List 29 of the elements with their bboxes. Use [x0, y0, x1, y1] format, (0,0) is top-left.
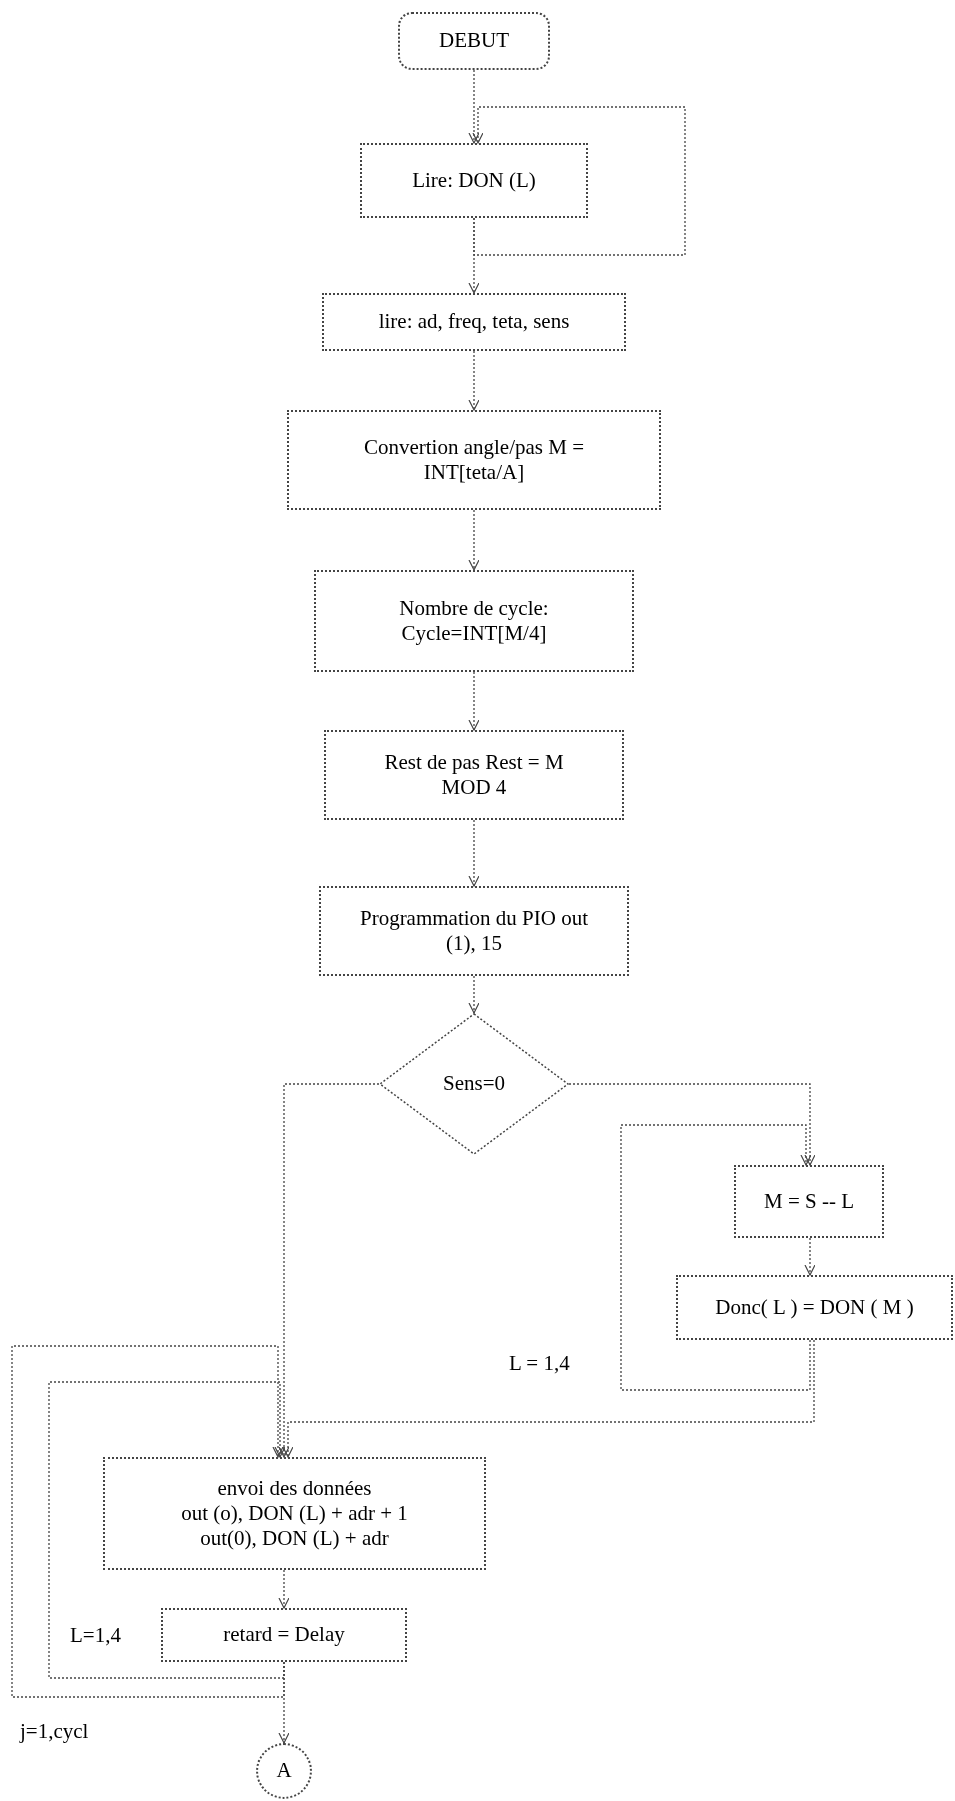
process-box: Convertion angle/pas M = INT[teta/A]: [287, 410, 661, 510]
arrow: [468, 819, 480, 887]
arrow: [468, 69, 480, 144]
decision-diamond: Sens=0: [379, 1013, 569, 1155]
arrow: [472, 106, 686, 256]
arrow: [468, 975, 480, 1014]
arrow: [468, 350, 480, 411]
arrow: [620, 1124, 812, 1391]
arrow: [11, 1345, 285, 1698]
process-box: Rest de pas Rest = M MOD 4: [324, 730, 624, 820]
arrow: [278, 1083, 380, 1458]
process-box: Programmation du PIO out (1), 15: [319, 886, 629, 976]
process-box: Lire: DON (L): [360, 143, 588, 218]
arrow: [282, 1339, 815, 1458]
arrow: [48, 1381, 286, 1679]
arrow: [278, 1569, 290, 1609]
process-box: Donc( L ) = DON ( M ): [676, 1275, 953, 1340]
process-box: lire: ad, freq, teta, sens: [322, 293, 626, 351]
process-box: Nombre de cycle: Cycle=INT[M/4]: [314, 570, 634, 672]
process-box: retard = Delay: [161, 1608, 407, 1662]
arrow: [568, 1083, 816, 1166]
arrow: [278, 1661, 290, 1744]
arrow: [468, 509, 480, 571]
arrow: [804, 1237, 816, 1276]
arrow: [468, 671, 480, 731]
start-terminal: DEBUT: [398, 12, 550, 70]
arrow: [468, 217, 480, 294]
process-box: envoi des données out (o), DON (L) + adr + 1 out(0), DON (L) + adr: [103, 1457, 486, 1570]
process-box: M = S -- L: [734, 1165, 884, 1238]
